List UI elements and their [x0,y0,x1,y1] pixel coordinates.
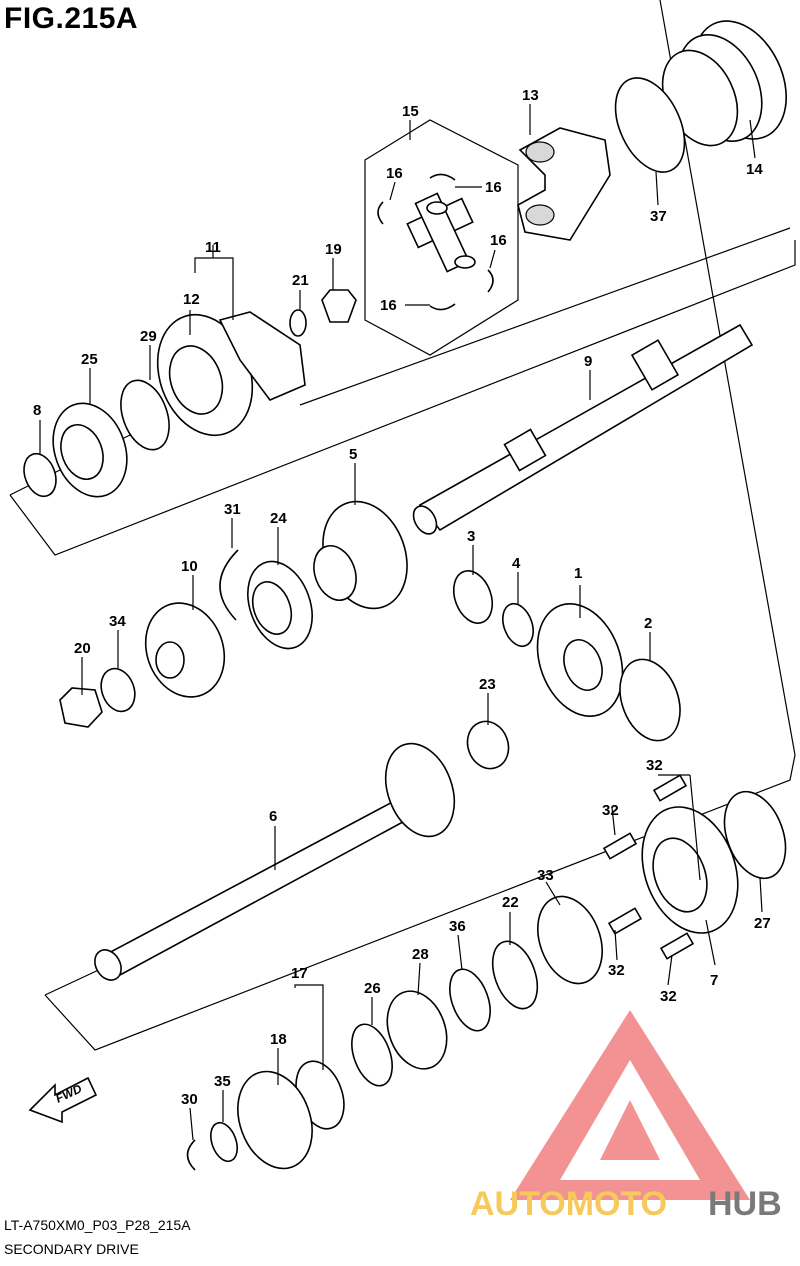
part-needle-bearing-23 [466,720,510,770]
callout-4: 4 [512,555,521,572]
part-circlip-36 [449,968,491,1032]
callout-21: 21 [292,272,309,289]
upper-shaft-outline-top [299,227,791,406]
watermark-text-a: AUTOMOTO [470,1185,667,1223]
callout-9: 9 [584,353,592,370]
callout-19: 19 [325,241,342,258]
callout-20: 20 [74,640,91,657]
part-ring-26 [351,1023,393,1087]
callout-33: 33 [537,867,554,884]
watermark-triangle-core [600,1100,660,1160]
figure-title: FIG.215A [4,2,139,35]
part-output-flange [156,311,306,437]
callout-16-d: 16 [380,297,397,314]
part-bevel-gear-5 [313,500,408,610]
callout-13: 13 [522,87,539,104]
part-needle-bearing-24 [247,560,313,650]
lower-shaft-outline [44,754,796,1051]
part-bearing-33 [537,895,603,985]
fwd-arrow-icon [28,1076,98,1124]
callout-14: 14 [746,161,763,178]
callout-labels: 1 2 3 4 5 6 7 8 9 10 11 12 13 14 15 16 1… [33,87,771,1108]
part-bearing-25 [52,402,128,498]
part-nut-19 [321,289,357,323]
callout-1: 1 [574,565,582,582]
callout-30: 30 [181,1091,198,1108]
callout-37: 37 [650,208,667,225]
callout-27: 27 [754,915,771,932]
figure-name: SECONDARY DRIVE [4,1241,139,1257]
part-yoke [517,127,611,241]
part-ring-22 [491,940,539,1010]
callout-32-a: 32 [646,757,663,774]
callout-6: 6 [269,808,277,825]
part-circlip-35 [210,1121,238,1163]
callout-8: 8 [33,402,41,419]
part-shim-2 [619,658,681,742]
callout-32-d: 32 [660,988,677,1005]
callout-28: 28 [412,946,429,963]
callout-16-a: 16 [386,165,403,182]
part-circlip-31 [219,549,239,621]
watermark-logo [510,1010,750,1200]
part-oil-seal-28 [386,990,448,1070]
part-circlip-30 [186,1139,196,1171]
part-bevel-gear-1 [536,603,624,717]
part-bearing-housing-7 [641,806,739,934]
watermark-text-b: HUB [708,1185,782,1223]
callout-29: 29 [140,328,157,345]
part-washer-4 [502,602,534,648]
part-washer-34 [100,667,136,713]
part-coupling-17 [237,1060,345,1170]
callout-32-c: 32 [608,962,625,979]
callout-2: 2 [644,615,652,632]
callout-7: 7 [710,972,718,989]
parts [23,20,788,1171]
callout-16-c: 16 [490,232,507,249]
part-bolts-32 [602,774,695,960]
upper-shaft-outline [9,240,796,556]
callout-23: 23 [479,676,496,693]
callout-35: 35 [214,1073,231,1090]
part-o-ring-27 [723,790,787,880]
callout-17: 17 [291,965,308,982]
callout-22: 22 [502,894,519,911]
part-shim-8 [23,452,57,498]
callout-10: 10 [181,558,198,575]
callout-25: 25 [81,351,98,368]
part-universal-joint [377,173,494,311]
part-clamp [614,77,686,173]
part-gear-10 [144,602,226,698]
universal-joint-set-outline [364,119,519,356]
part-secondary-shaft [412,323,754,535]
part-nut-20 [59,687,103,728]
callout-34: 34 [109,613,126,630]
part-drive-shaft-6 [94,742,456,981]
callout-32-b: 32 [602,802,619,819]
callout-3: 3 [467,528,475,545]
figure-code: LT-A750XM0_P03_P28_215A [4,1217,191,1233]
callout-24: 24 [270,510,287,527]
callout-11: 11 [205,239,221,256]
callout-15: 15 [402,103,419,120]
callout-12: 12 [183,291,200,308]
callout-36: 36 [449,918,466,935]
callout-16-b: 16 [485,179,502,196]
part-washer-21 [289,309,307,337]
part-oil-seal-29 [120,379,170,451]
callout-18: 18 [270,1031,287,1048]
leader-lines [39,104,763,1141]
callout-31: 31 [224,501,241,518]
callout-26: 26 [364,980,381,997]
callout-5: 5 [349,446,357,463]
part-bearing-3 [452,570,494,624]
